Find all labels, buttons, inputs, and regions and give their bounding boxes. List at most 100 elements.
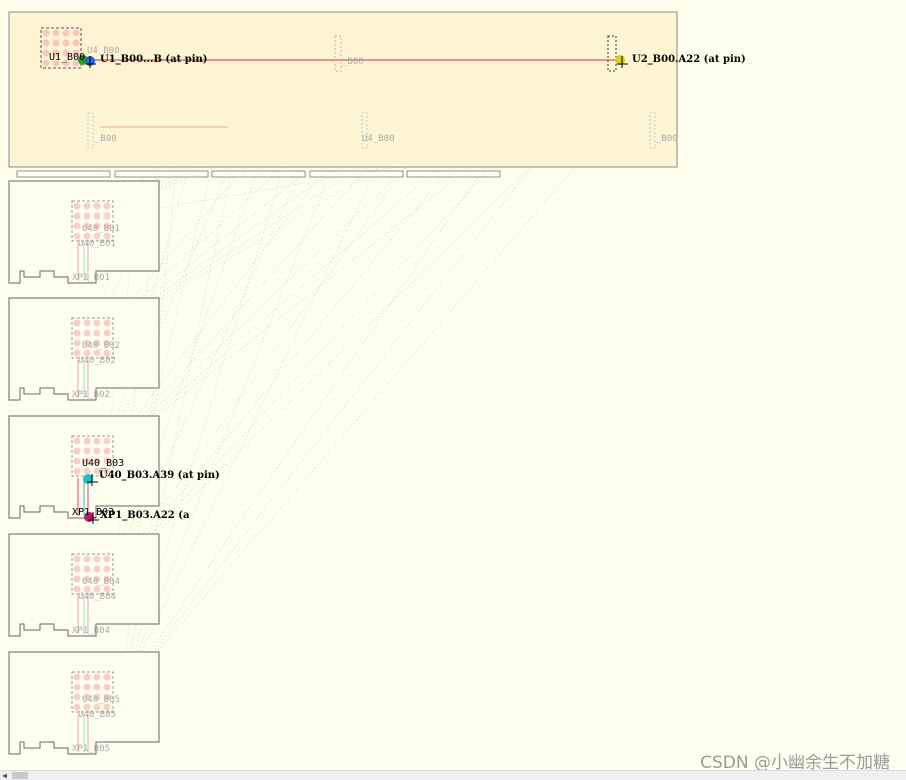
pad [52, 29, 60, 37]
pad [83, 703, 91, 711]
pad [83, 437, 91, 445]
pad [83, 585, 91, 593]
pad [103, 212, 111, 220]
pad [73, 447, 81, 455]
pad [93, 212, 101, 220]
pad [73, 319, 81, 327]
pad [73, 329, 81, 337]
probe-label-b03-top: U40_B03.A39 (at pin) [99, 470, 220, 481]
pad [83, 683, 91, 691]
pad [93, 319, 101, 327]
scroll-left-icon[interactable]: ◀ [2, 771, 7, 780]
pad [73, 673, 81, 681]
pad [83, 693, 91, 701]
pad [93, 673, 101, 681]
pad [83, 575, 91, 583]
ratsnest-line [97, 134, 274, 339]
sub-board-2 [8, 297, 160, 401]
part-top-mid [334, 35, 342, 72]
pad [72, 39, 80, 47]
ratsnest-line [121, 114, 183, 693]
pad [93, 683, 101, 691]
u1-component [40, 27, 82, 69]
pad [103, 467, 111, 475]
pad [103, 585, 111, 593]
pad [73, 555, 81, 563]
pad [73, 693, 81, 701]
pad [103, 339, 111, 347]
ratsnest-line [121, 94, 638, 693]
watermark: CSDN @小幽余生不加糖 [700, 753, 890, 773]
u40-component [71, 671, 114, 713]
ratsnest-line [113, 114, 495, 575]
pad [73, 585, 81, 593]
pad [103, 232, 111, 240]
sub-board-3 [8, 415, 160, 519]
pad [103, 319, 111, 327]
pad [103, 202, 111, 210]
pad [73, 222, 81, 230]
pad [73, 703, 81, 711]
ratsnest-line [105, 54, 612, 457]
pad [62, 29, 70, 37]
horizontal-scrollbar[interactable]: ◀ [0, 770, 906, 780]
pad [62, 49, 70, 57]
pad [83, 212, 91, 220]
sub-label-u40: U40_B04 [82, 577, 120, 587]
probe-label-b03-bottom: XP1_B03.A22 (a [100, 510, 190, 521]
pad [42, 29, 50, 37]
pad [73, 467, 81, 475]
ratsnest-line [121, 114, 573, 693]
sub-board-outline [8, 180, 160, 284]
ratsnest-line [113, 134, 430, 575]
pad [103, 437, 111, 445]
sub-label-xp: XP1_B02 [72, 390, 110, 400]
sub-label-mid: U40_B05 [78, 710, 116, 720]
pad [93, 555, 101, 563]
pad [73, 349, 81, 357]
pad [103, 693, 111, 701]
u40-component [71, 317, 114, 359]
pad [73, 437, 81, 445]
pad [52, 59, 60, 67]
ratsnest-line [113, 74, 625, 575]
pad [83, 339, 91, 347]
pad [93, 693, 101, 701]
label-ghost-left: _B00 [95, 134, 117, 144]
pad [83, 319, 91, 327]
probe-marker-left [78, 55, 96, 68]
sub-label-u40: U40_B02 [82, 341, 120, 351]
pad [83, 202, 91, 210]
pad [83, 329, 91, 337]
pad [103, 565, 111, 573]
pad [103, 575, 111, 583]
pad [93, 585, 101, 593]
pad [73, 232, 81, 240]
pad [52, 49, 60, 57]
pad [103, 457, 111, 465]
pad [93, 222, 101, 230]
pad [103, 683, 111, 691]
pad [72, 59, 80, 67]
pad [93, 575, 101, 583]
sub-label-xp: XP1_B05 [72, 744, 110, 754]
pad [83, 565, 91, 573]
pad [62, 39, 70, 47]
scroll-thumb[interactable] [12, 772, 28, 779]
sub-label-xp: XP1_B03 [72, 507, 115, 518]
ratsnest-line [121, 134, 508, 693]
probe-marker-b03-bottom [84, 512, 99, 524]
probe-marker-b03-top [83, 474, 98, 486]
pad [103, 555, 111, 563]
pad [83, 222, 91, 230]
sub-board-outline [8, 533, 160, 637]
pad [93, 447, 101, 455]
ratsnest-line [113, 34, 365, 575]
pad [73, 202, 81, 210]
pad [93, 457, 101, 465]
pad [93, 565, 101, 573]
pad [103, 329, 111, 337]
label-u4-top: U4_B00 [87, 46, 120, 56]
pad [93, 437, 101, 445]
